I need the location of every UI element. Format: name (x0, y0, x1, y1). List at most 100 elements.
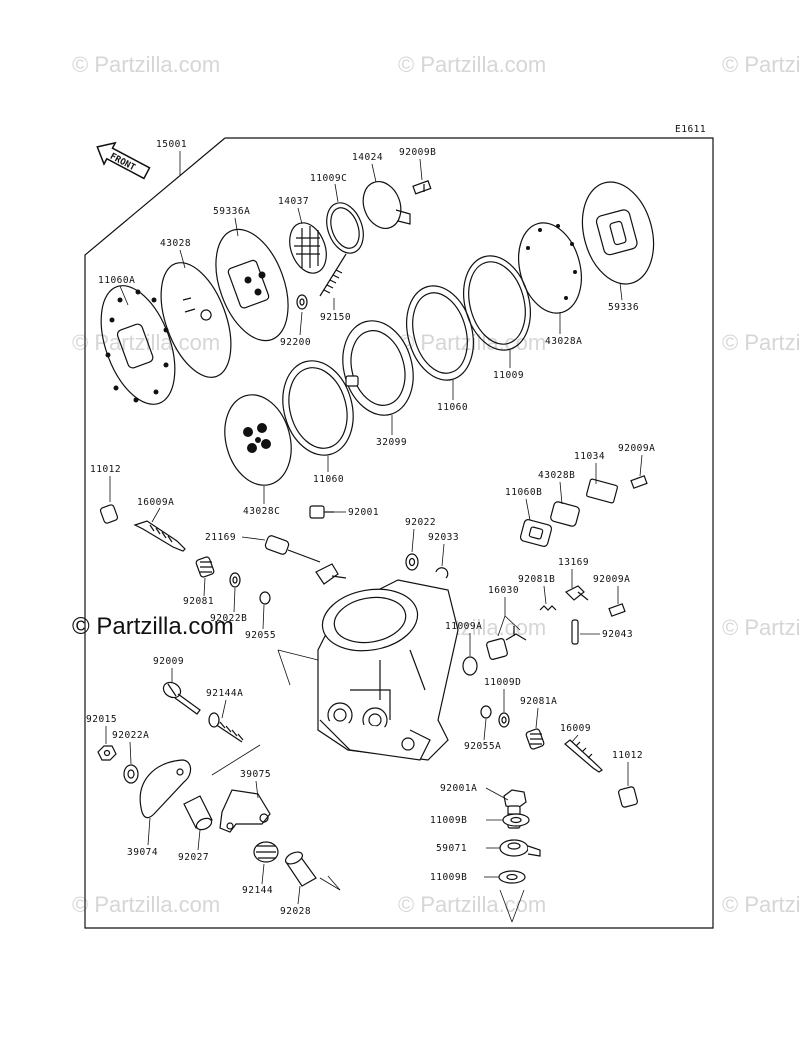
part-39075-lever (219, 789, 271, 833)
part-92022A-washer (123, 764, 139, 784)
label-11060B: 11060B (505, 487, 542, 498)
part-43028-diaphragm (160, 262, 232, 378)
part-11060-gasket-top (406, 285, 474, 381)
label-11009A: 11009A (445, 621, 482, 632)
part-16009-screw (564, 739, 603, 773)
watermark: © Partzilla.com (72, 330, 220, 355)
label-15001: 15001 (156, 139, 187, 150)
label-14037: 14037 (278, 196, 309, 207)
part-92043-pin (571, 619, 579, 645)
part-21169-fitting (264, 535, 321, 563)
part-92022B-washer (229, 572, 241, 588)
part-carburetor-body (315, 563, 459, 761)
part-11012-clip-right (618, 786, 638, 808)
front-arrow: FRONT (96, 141, 151, 180)
part-92027-collar (183, 795, 213, 831)
label-59071: 59071 (436, 843, 467, 854)
label-16030: 16030 (488, 585, 519, 596)
watermark: © Partzilla.com (722, 330, 800, 355)
label-16009: 16009 (560, 723, 591, 734)
diagram-frame (84, 137, 714, 929)
label-92022B: 92022B (210, 613, 247, 624)
part-59071-banjo (499, 839, 541, 857)
label-59336: 59336 (608, 302, 639, 313)
part-11009B-washer-top (502, 813, 530, 827)
part-92081A-spring (525, 728, 545, 750)
watermark: © Partzilla.com (722, 615, 800, 640)
part-92055-oring (259, 591, 271, 605)
label-92009: 92009 (153, 656, 184, 667)
watermarks: © Partzilla.com © Partzilla.com © Partzi… (72, 52, 800, 917)
part-92009A-screw-top (630, 475, 648, 489)
label-11060A: 11060A (98, 275, 135, 286)
label-92022A: 92022A (112, 730, 149, 741)
part-39074-cam (139, 759, 192, 819)
label-92055A: 92055A (464, 741, 501, 752)
part-43028C-diaphragm (224, 394, 292, 486)
label-92022: 92022 (405, 517, 436, 528)
label-11009: 11009 (493, 370, 524, 381)
watermark: © Partzilla.com (72, 892, 220, 917)
label-11034: 11034 (574, 451, 605, 462)
part-92081B-spring (539, 605, 557, 611)
watermark: © Partzilla.com (722, 52, 800, 77)
label-92081A: 92081A (520, 696, 557, 707)
part-14024-cap (362, 181, 411, 229)
label-11012-right: 11012 (612, 750, 643, 761)
label-43028B: 43028B (538, 470, 575, 481)
part-11034-cover (585, 478, 619, 504)
part-43028B-diaphragm (550, 501, 580, 527)
watermark: © Partzilla.com (398, 892, 546, 917)
label-14024: 14024 (352, 152, 383, 163)
label-32099: 32099 (376, 437, 407, 448)
label-92009A-top: 92009A (618, 443, 655, 454)
part-59336-plate (581, 181, 655, 285)
label-13169: 13169 (558, 557, 589, 568)
part-92144-spring (253, 841, 279, 863)
part-11009C-ring (326, 202, 364, 254)
label-43028C: 43028C (243, 506, 280, 517)
part-92081-spring (195, 556, 215, 578)
part-92009-screw (162, 681, 201, 715)
label-92081B: 92081B (518, 574, 555, 585)
watermark: © Partzilla.com (398, 330, 546, 355)
part-92144A-spring (208, 712, 244, 743)
part-32099-housing (342, 320, 414, 416)
part-11060A-gasket (100, 285, 176, 405)
part-11060-gasket-bottom (282, 360, 354, 456)
part-92001-bolt (309, 505, 334, 519)
part-13169-lever (564, 585, 589, 601)
label-43028: 43028 (160, 238, 191, 249)
part-92055A-oring (480, 705, 492, 719)
part-11060B-gasket (519, 519, 553, 547)
watermark: © Partzilla.com (398, 52, 546, 77)
label-11009D: 11009D (484, 677, 521, 688)
part-92150-bolt (319, 253, 347, 297)
label-11012-left: 11012 (90, 464, 121, 475)
label-92150: 92150 (320, 312, 351, 323)
part-11012-clip-left (99, 504, 119, 524)
label-39075: 39075 (240, 769, 271, 780)
label-92043: 92043 (602, 629, 633, 640)
part-92022-washer (405, 553, 419, 571)
part-92009A-screw-mid (608, 603, 626, 617)
part-59336A-plate (215, 228, 289, 342)
label-92144A: 92144A (206, 688, 243, 699)
label-92055: 92055 (245, 630, 276, 641)
part-16030-valve (486, 626, 527, 660)
label-92028: 92028 (280, 906, 311, 917)
watermark-main: © Partzilla.com (72, 613, 234, 640)
part-14037-screen (289, 222, 327, 274)
label-92009B: 92009B (399, 147, 436, 158)
label-92015: 92015 (86, 714, 117, 725)
part-92015-nut (97, 745, 117, 761)
part-11009A-ring (462, 656, 478, 676)
label-11060-bottom: 11060 (313, 474, 344, 485)
part-11009B-washer-bottom (498, 870, 526, 884)
label-92081: 92081 (183, 596, 214, 607)
watermark: © Partzilla.com (722, 892, 800, 917)
label-92001A: 92001A (440, 783, 477, 794)
label-21169: 21169 (205, 532, 236, 543)
part-92028-collar (284, 851, 317, 887)
